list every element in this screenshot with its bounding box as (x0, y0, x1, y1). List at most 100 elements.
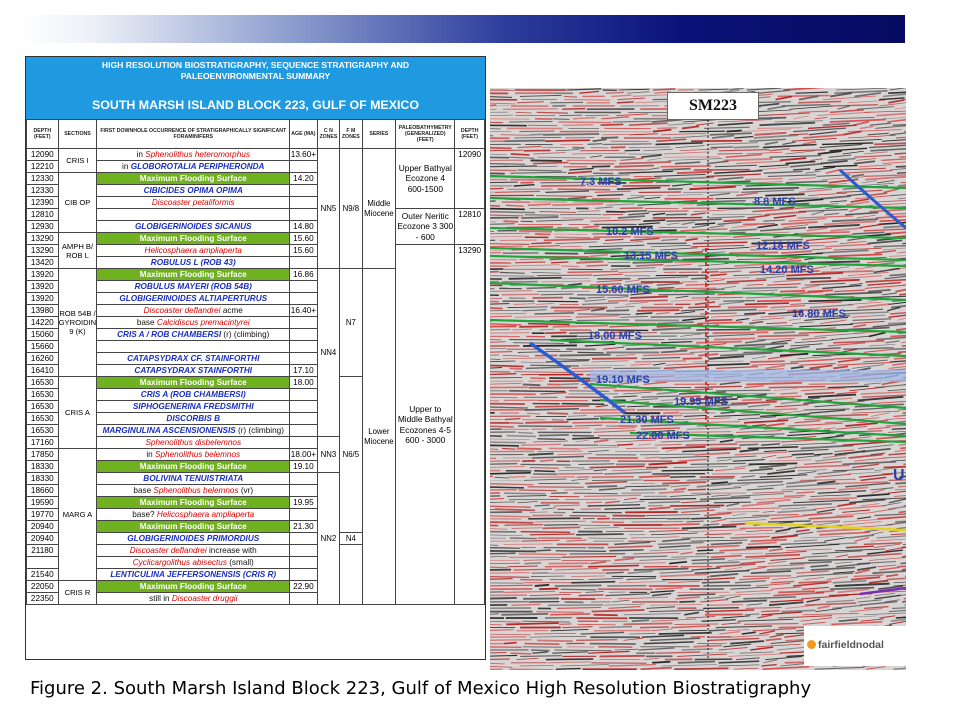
age-cell (289, 184, 318, 197)
seismic-reflector (633, 567, 689, 571)
occurrence-name: Discoaster druggii (171, 594, 238, 603)
seismic-reflector (765, 193, 805, 197)
seismic-reflector (813, 453, 833, 456)
seismic-reflector (518, 425, 573, 428)
seismic-reflector (827, 342, 866, 347)
seismic-reflector (865, 665, 886, 670)
table-title: SOUTH MARSH ISLAND BLOCK 223, GULF OF ME… (92, 98, 419, 112)
seismic-reflector (537, 300, 578, 303)
seismic-reflector (490, 360, 516, 363)
seismic-reflector (716, 366, 758, 370)
seismic-reflector (490, 243, 530, 245)
seismic-reflector (759, 463, 787, 469)
seismic-reflector (767, 560, 787, 565)
seismic-reflector (506, 622, 559, 626)
seismic-reflector (508, 276, 562, 280)
seismic-reflector (522, 383, 541, 387)
seismic-reflector (674, 311, 696, 315)
seismic-reflector (490, 146, 512, 150)
seismic-reflector (710, 542, 743, 546)
seismic-reflector (670, 298, 720, 302)
mfs-horizon (490, 174, 906, 190)
seismic-reflector (516, 101, 544, 104)
seismic-reflector (668, 338, 709, 341)
seismic-reflector (625, 279, 640, 283)
seismic-reflector (731, 599, 767, 603)
seismic-reflector (667, 222, 680, 225)
seismic-reflector (670, 475, 696, 478)
seismic-reflector (611, 94, 632, 98)
seismic-reflector (885, 573, 899, 578)
seismic-reflector (681, 509, 715, 514)
seismic-reflector (693, 208, 746, 212)
seismic-reflector (490, 441, 526, 444)
seismic-reflector (893, 414, 906, 417)
seismic-reflector (780, 400, 801, 405)
seismic-reflector (694, 452, 731, 456)
seismic-reflector (848, 453, 883, 459)
seismic-reflector (536, 274, 593, 277)
seismic-reflector (527, 203, 552, 206)
seismic-reflector (780, 221, 818, 226)
seismic-reflector (786, 479, 817, 485)
seismic-section: U (490, 88, 906, 670)
seismic-reflector (803, 408, 850, 411)
seismic-reflector (658, 545, 691, 549)
seismic-reflector (768, 310, 804, 315)
seismic-reflector (886, 577, 906, 581)
seismic-reflector (733, 273, 785, 277)
seismic-reflector (731, 224, 758, 229)
seismic-reflector (859, 125, 874, 130)
seismic-reflector (814, 116, 828, 120)
seismic-reflector (520, 361, 545, 364)
seismic-reflector (839, 241, 867, 244)
seismic-reflector (567, 196, 587, 200)
seismic-reflector (513, 342, 565, 344)
seismic-reflector (552, 118, 570, 120)
col-depth: DEPTH (FEET) (26, 119, 59, 149)
seismic-reflector (889, 273, 906, 277)
seismic-reflector (889, 620, 906, 625)
seismic-reflector (587, 143, 602, 145)
seismic-reflector (898, 443, 906, 446)
seismic-reflector (847, 129, 902, 133)
series-cell: Lower Miocene (361, 268, 397, 605)
seismic-reflector (627, 91, 650, 94)
seismic-reflector (716, 459, 732, 462)
seismic-reflector (604, 471, 652, 475)
seismic-reflector (583, 527, 619, 529)
seismic-reflector (671, 624, 711, 629)
seismic-reflector (876, 535, 906, 539)
seismic-reflector (514, 371, 570, 374)
seismic-reflector (882, 161, 906, 164)
occurrence-cell: CRIS A (ROB CHAMBERSI) (96, 388, 291, 401)
seismic-reflector (696, 122, 714, 126)
seismic-reflector (490, 566, 508, 569)
seismic-reflector (750, 538, 787, 543)
seismic-reflector (739, 443, 759, 446)
seismic-reflector (704, 512, 732, 517)
seismic-reflector (862, 447, 891, 453)
seismic-reflector (893, 667, 906, 670)
seismic-reflector (735, 532, 788, 536)
seismic-reflector (786, 482, 840, 488)
age-cell (289, 280, 318, 293)
seismic-reflector (751, 362, 799, 366)
seismic-reflector (890, 334, 906, 338)
seismic-reflector (490, 662, 505, 665)
mfs-label: 8.8 MFS (754, 196, 796, 208)
seismic-reflector (490, 584, 533, 587)
seismic-reflector (655, 254, 671, 258)
seismic-reflector (569, 331, 598, 334)
seismic-reflector (628, 146, 670, 148)
seismic-reflector (501, 293, 540, 296)
seismic-reflector (585, 591, 604, 593)
depth2-cell: 12090 (454, 148, 485, 209)
seismic-reflector (833, 571, 855, 574)
depth-cell: 13920 (26, 268, 59, 281)
seismic-reflector (773, 214, 797, 219)
seismic-reflector (807, 311, 821, 315)
seismic-reflector (637, 309, 680, 312)
seismic-reflector (584, 494, 641, 498)
